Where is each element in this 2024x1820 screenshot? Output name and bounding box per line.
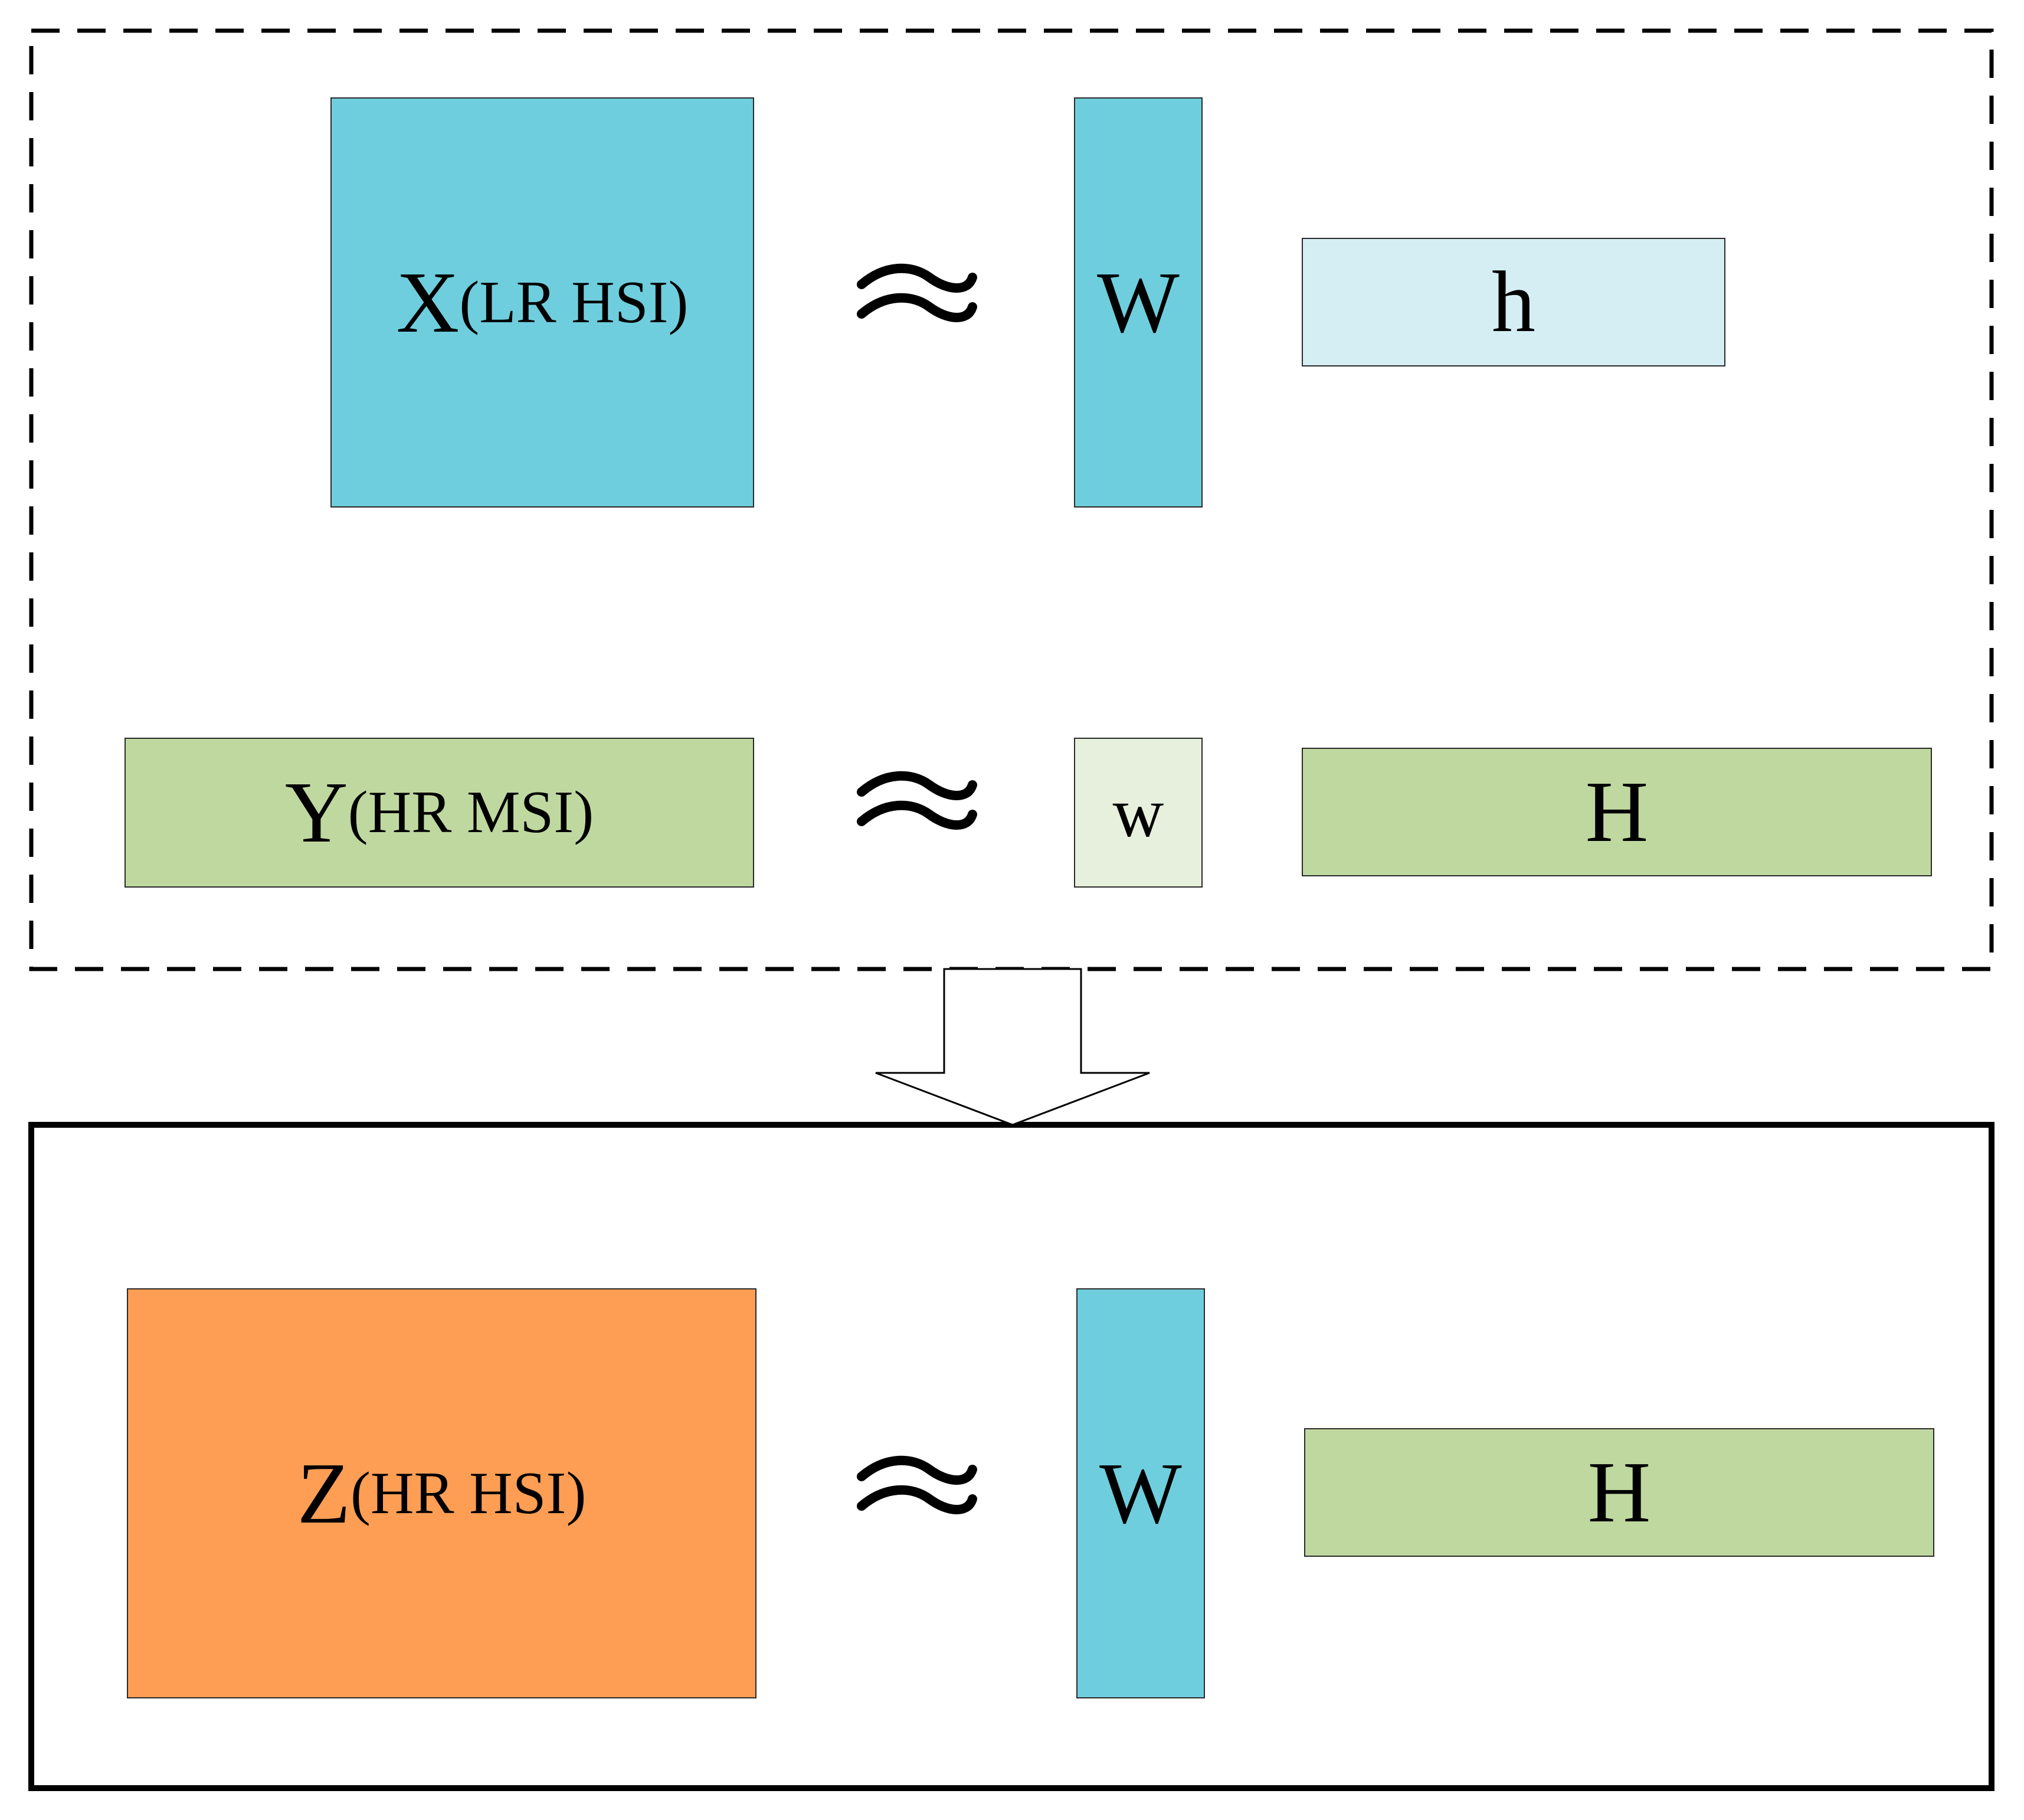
matrix-x-label: (LR HSI) [459,269,689,336]
approx-symbol-icon [857,1455,977,1514]
matrix-h-top-symbol: H [1585,764,1649,860]
matrix-h-small-symbol: h [1492,254,1535,351]
matrix-w-small-symbol: w [1112,773,1164,852]
matrix-x: X(LR HSI) [330,97,754,508]
matrix-h-bottom: H [1304,1428,1934,1557]
down-arrow-icon [875,968,1150,1126]
approx-symbol-icon [857,771,977,830]
matrix-z-symbol: Z [297,1445,351,1542]
matrix-w-top-symbol: W [1097,254,1180,351]
matrix-h-small: h [1302,238,1725,366]
matrix-z-label: (HR HSI) [350,1459,587,1527]
matrix-h-bottom-symbol: H [1587,1444,1651,1541]
matrix-w-small: w [1074,738,1203,888]
matrix-z: Z(HR HSI) [127,1288,756,1698]
matrix-x-symbol: X [396,254,460,351]
matrix-w-top: W [1074,97,1203,508]
matrix-y-label: (HR MSI) [348,779,594,846]
matrix-h-top: H [1302,748,1932,876]
approx-symbol-icon [857,263,977,322]
matrix-w-bottom: W [1076,1288,1205,1698]
matrix-y-symbol: Y [284,764,348,861]
matrix-y: Y(HR MSI) [125,738,754,888]
matrix-w-bottom-symbol: W [1099,1445,1182,1542]
